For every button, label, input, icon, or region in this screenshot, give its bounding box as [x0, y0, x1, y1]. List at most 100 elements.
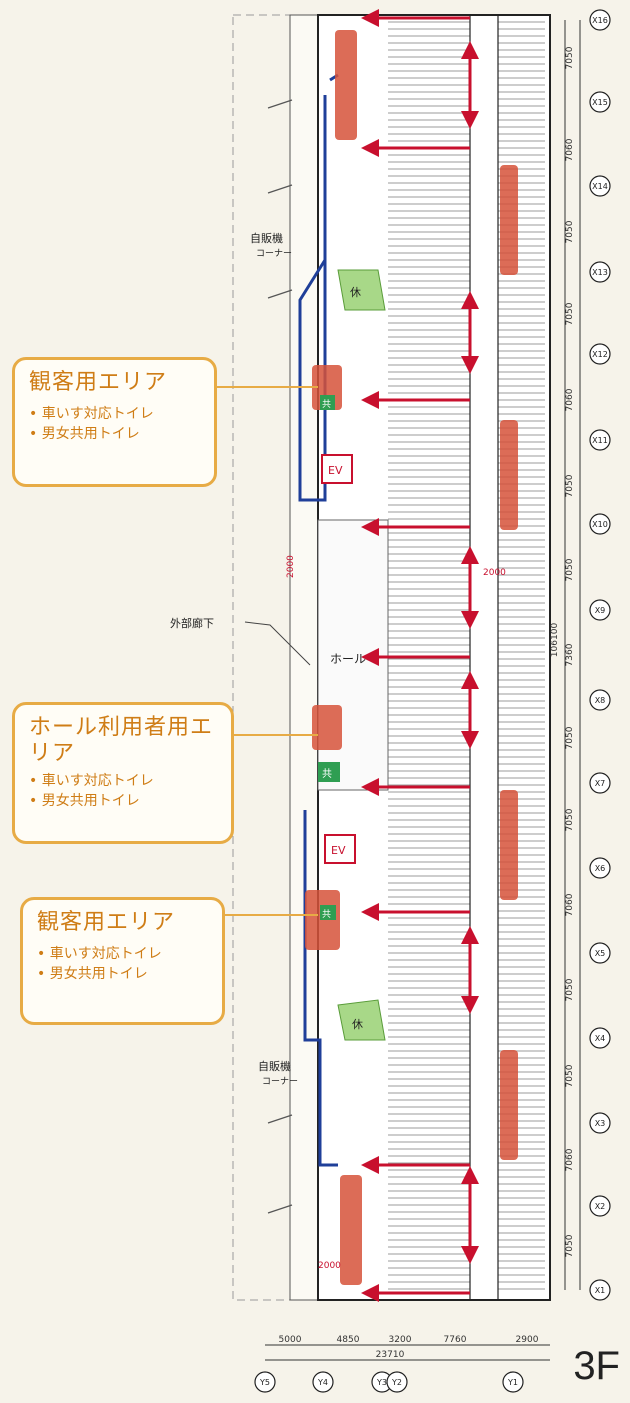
- rest-label-top: 休: [350, 286, 361, 299]
- dim-vertical-text: 7050: [565, 558, 575, 581]
- grid-marker-x: [589, 1027, 611, 1049]
- toilet-label-top: 共: [322, 399, 331, 410]
- grid-marker-y-text: Y1: [507, 1378, 518, 1387]
- callout-item: 車いす対応トイレ: [29, 404, 204, 424]
- callout-items: 車いす対応トイレ 男女共用トイレ: [37, 944, 212, 984]
- column-block: [500, 790, 518, 900]
- route-bottom: [303, 810, 338, 1167]
- dim-vertical-text: 7050: [565, 474, 575, 497]
- grid-marker-x-text: X7: [595, 779, 606, 788]
- grid-marker-x: [589, 91, 611, 113]
- callout-title: 観客用エリア: [37, 910, 176, 935]
- dim-horizontal-text: 4850: [337, 1335, 360, 1345]
- dim-horizontal-text: 3200: [389, 1335, 412, 1345]
- dim-vertical-text: 7060: [565, 388, 575, 411]
- toilet-top: 共: [320, 395, 335, 410]
- external-corridor: [289, 14, 321, 1301]
- column-block: [500, 420, 518, 530]
- grid-marker-x-text: X1: [595, 1286, 606, 1295]
- grid-marker-x: [589, 429, 611, 451]
- grid-marker-x: [589, 857, 611, 879]
- grid-marker-y: [254, 1371, 276, 1393]
- grid-marker-x: [589, 1112, 611, 1134]
- ev-bottom: EV: [324, 834, 356, 864]
- callout-item: 車いす対応トイレ: [37, 944, 212, 964]
- dim-2000-bottom: 2000: [318, 1261, 341, 1271]
- dim-vertical-text: 7050: [565, 726, 575, 749]
- grid-marker-y: [386, 1371, 408, 1393]
- balcony-tick: [267, 1204, 293, 1214]
- toilet-middle: 共: [318, 762, 340, 782]
- grid-marker-x: [589, 513, 611, 535]
- floor-label: 3F: [573, 1344, 620, 1388]
- ev-top: EV: [321, 454, 353, 484]
- vending-label-bottom: 自販機 コーナー: [258, 1058, 298, 1087]
- balcony-tick: [267, 99, 293, 109]
- grid-marker-x: [589, 1279, 611, 1301]
- grid-marker-x-text: X16: [592, 16, 608, 25]
- grid-marker-y: [502, 1371, 524, 1393]
- callout-spectator-bottom: 観客用エリア 車いす対応トイレ 男女共用トイレ: [20, 897, 225, 1025]
- room-rest-top: 休: [337, 269, 386, 311]
- external-corridor-label: 外部廊下: [170, 617, 214, 630]
- column-block: [312, 705, 342, 750]
- grid-marker-y-text: Y3: [376, 1378, 387, 1387]
- dim-vertical-text: 7050: [565, 808, 575, 831]
- toilet-label-bottom: 共: [322, 909, 331, 920]
- grid-marker-y-text: Y5: [259, 1378, 270, 1387]
- grid-marker-x-text: X8: [595, 696, 606, 705]
- grid-marker-x: [589, 599, 611, 621]
- dim-vertical-text: 7050: [565, 978, 575, 1001]
- ev-label-top: EV: [328, 464, 343, 477]
- column-block: [340, 1175, 362, 1285]
- dim-vertical-text: 7060: [565, 893, 575, 916]
- grid-marker-x-text: X15: [592, 98, 608, 107]
- callout-hall-user: ホール利用者用エリア 車いす対応トイレ 男女共用トイレ: [12, 702, 234, 844]
- grid-marker-x: [589, 689, 611, 711]
- callout-items: 車いす対応トイレ 男女共用トイレ: [29, 404, 204, 444]
- dim-vertical-total: 106100: [550, 623, 560, 658]
- dim-vertical-text: 7050: [565, 46, 575, 69]
- dashed-envelope: [232, 14, 319, 1301]
- vertical-dimensions: 7050706070507050706070507050736070507050…: [550, 46, 575, 1257]
- grid-marker-x-text: X4: [595, 1034, 606, 1043]
- balcony-tick: [267, 289, 293, 299]
- dim-vertical-text: 7050: [565, 302, 575, 325]
- callout-items: 車いす対応トイレ 男女共用トイレ: [29, 771, 221, 811]
- grid-marker-y-text: Y2: [391, 1378, 402, 1387]
- grid-marker-x: [589, 175, 611, 197]
- callout-item: 男女共用トイレ: [29, 424, 204, 444]
- grid-marker-x: [589, 1195, 611, 1217]
- dim-horizontal-total: 23710: [376, 1350, 405, 1360]
- grid-marker-x: [589, 261, 611, 283]
- dim-2000-left: 2000: [286, 555, 296, 578]
- red-arrows: [361, 9, 479, 1302]
- balcony-tick: [267, 1114, 293, 1124]
- grid-marker-x: [589, 942, 611, 964]
- grid-marker-x-text: X5: [595, 949, 606, 958]
- grid-marker-y-text: Y4: [317, 1378, 328, 1387]
- callout-item: 男女共用トイレ: [29, 791, 221, 811]
- column-block: [500, 1050, 518, 1160]
- balcony-ticks: [267, 99, 293, 1214]
- vending-top-text: 自販機: [250, 232, 283, 245]
- dim-vertical-text: 7050: [565, 220, 575, 243]
- dim-2000-right: 2000: [483, 568, 506, 578]
- grid-marker-x: [589, 343, 611, 365]
- grid-marker-x-text: X3: [595, 1119, 606, 1128]
- callout-item: 男女共用トイレ: [37, 964, 212, 984]
- rest-label-bottom: 休: [352, 1018, 363, 1031]
- grid-marker-x-text: X9: [595, 606, 606, 615]
- callout-title: ホール利用者用エリア: [29, 715, 214, 766]
- corridor-leader: [244, 621, 311, 666]
- toilet-bottom: 共: [320, 905, 336, 920]
- column-block: [500, 165, 518, 275]
- balcony-tick: [267, 184, 293, 194]
- grid-marker-y: [312, 1371, 334, 1393]
- dim-vertical-text: 7050: [565, 1234, 575, 1257]
- toilet-label-middle: 共: [322, 768, 332, 780]
- vending-top-subtext: コーナー: [256, 249, 293, 259]
